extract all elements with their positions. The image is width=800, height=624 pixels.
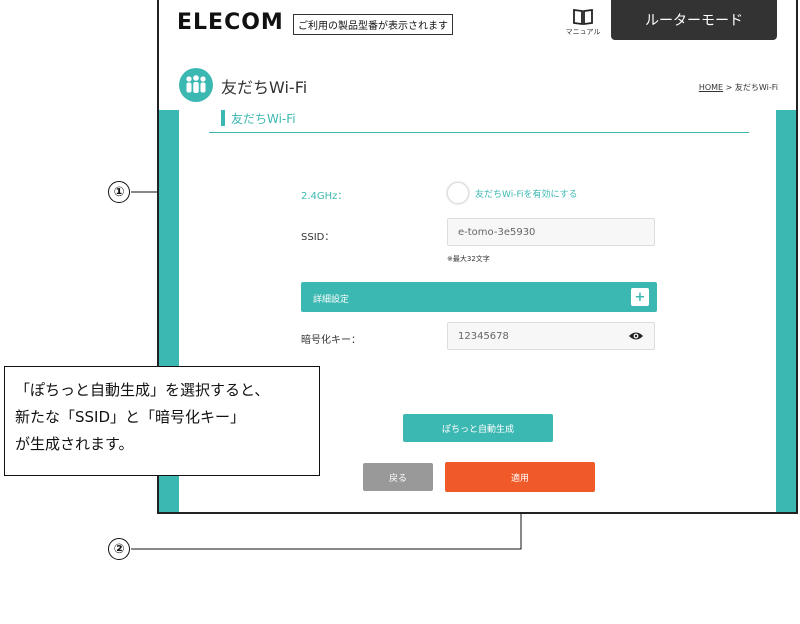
app-header: ELECOM ご利用の製品型番が表示されます マニュアル ルーターモード [159,0,796,50]
back-button[interactable]: 戻る [363,463,433,491]
callout-line: 新たな「SSID」と「暗号化キー」 [15,408,246,426]
expand-plus-icon[interactable]: + [631,288,649,306]
page-title: 友だちWi-Fi [221,78,308,97]
page-titlebar: 友だちWi-Fi HOME > 友だちWi-Fi [159,60,796,106]
book-icon [573,8,593,26]
callout-number-2: ② [108,538,130,560]
encryption-key-label: 暗号化キー： [301,335,361,346]
callout-number-1: ① [108,181,130,203]
enable-friend-wifi-label[interactable]: 友だちWi-Fiを有効にする [475,190,578,200]
model-note: ご利用の製品型番が表示されます [293,14,453,35]
breadcrumb-separator: > [723,83,735,92]
encryption-key-input[interactable]: 12345678 [447,322,655,350]
section-marker [221,110,225,126]
ssid-note: ※最大32文字 [447,255,490,263]
encryption-key-value: 12345678 [458,330,509,342]
manual-label: マニュアル [565,28,601,36]
eye-icon[interactable] [628,331,644,341]
section-title: 友だちWi-Fi [231,112,296,126]
ssid-label: SSID： [301,232,335,243]
advanced-settings-bar[interactable]: 詳細設定 + [301,282,657,312]
enable-friend-wifi-toggle[interactable] [447,182,469,204]
elecom-logo: ELECOM [177,10,284,35]
section-header: 友だちWi-Fi [209,108,749,133]
callout-line: 「ぽちっと自動生成」を選択すると、 [15,381,270,399]
router-mode-tab[interactable]: ルーターモード [611,0,777,40]
friends-group-icon [179,68,213,102]
callout-box: 「ぽちっと自動生成」を選択すると、 新たな「SSID」と「暗号化キー」 が生成さ… [4,366,320,476]
callout-line: が生成されます。 [15,435,134,453]
manual-button[interactable]: マニュアル [563,8,603,37]
breadcrumb-home-link[interactable]: HOME [698,83,724,92]
ssid-value: e-tomo-3e5930 [458,226,536,238]
advanced-settings-label: 詳細設定 [313,295,350,305]
breadcrumb-current: 友だちWi-Fi [734,83,778,92]
auto-generate-button[interactable]: ぽちっと自動生成 [403,414,553,442]
breadcrumb: HOME > 友だちWi-Fi [699,82,778,93]
right-accent-bar [776,110,796,512]
ssid-input[interactable]: e-tomo-3e5930 [447,218,655,246]
apply-button[interactable]: 適用 [445,462,595,492]
band-label: 2.4GHz： [301,191,348,202]
